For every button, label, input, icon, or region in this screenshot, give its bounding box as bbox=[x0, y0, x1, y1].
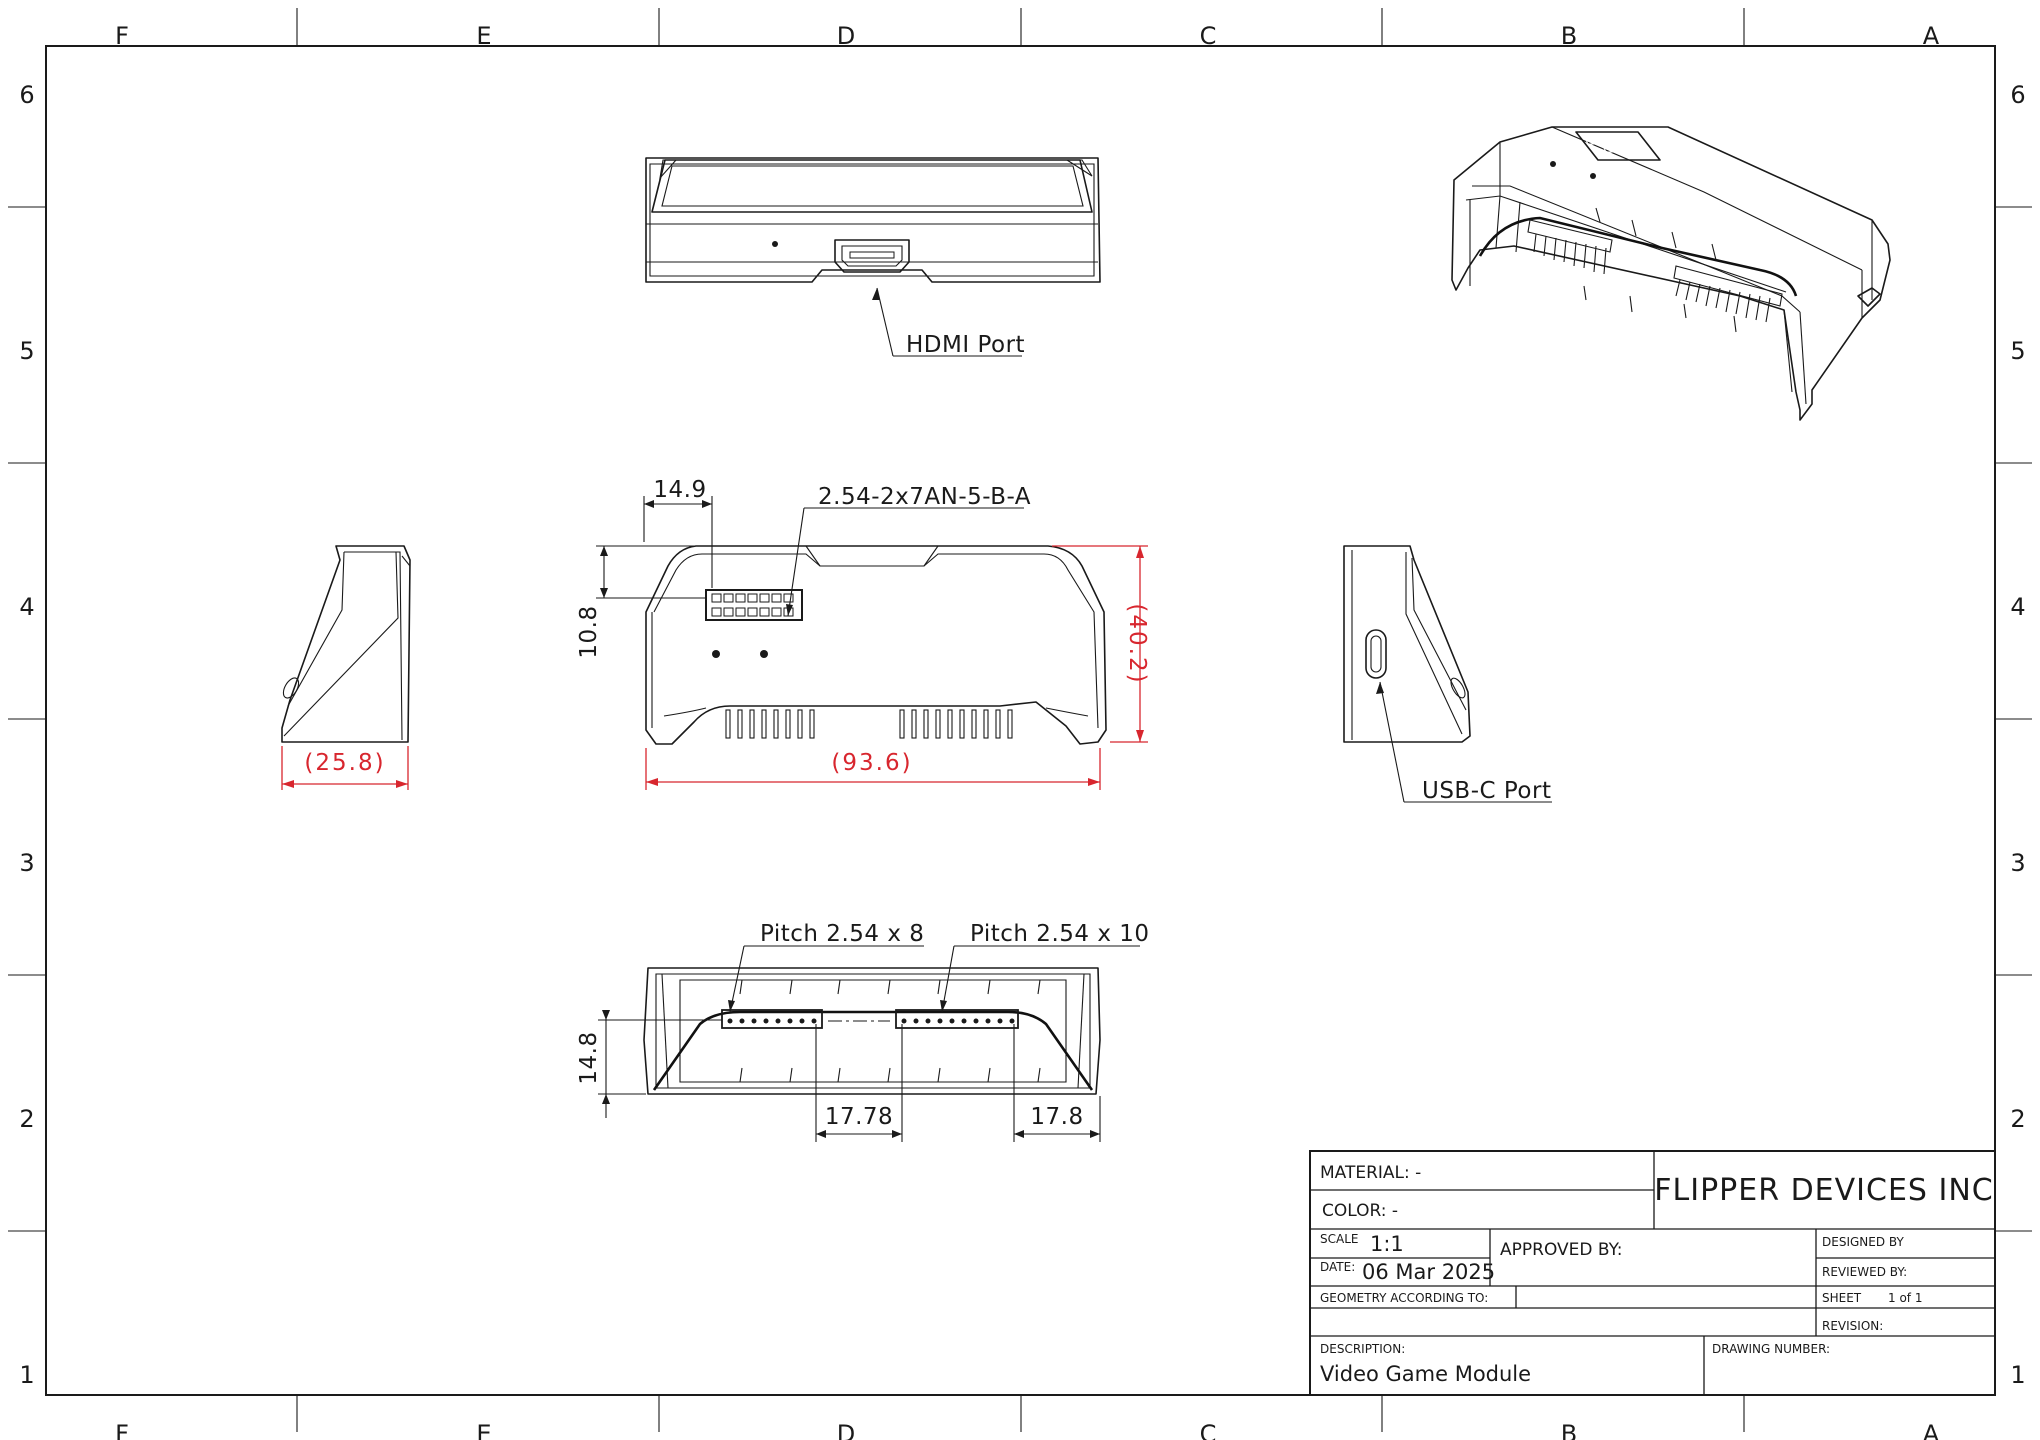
connector-label: 2.54-2x7AN-5-B-A bbox=[818, 484, 1031, 510]
company-name: FLIPPER DEVICES INC bbox=[1654, 1173, 1993, 1208]
col-label: F bbox=[115, 1420, 129, 1440]
row-label: 2 bbox=[2010, 1105, 2025, 1133]
grid-row-labels-right: 6 5 4 3 2 1 bbox=[2010, 81, 2025, 1389]
date-label: DATE: bbox=[1320, 1260, 1355, 1274]
dim-10-8: 10.8 bbox=[576, 605, 602, 658]
dim-14-9: 14.9 bbox=[653, 477, 706, 503]
right-side-view: USB-C Port bbox=[1343, 545, 1552, 804]
bottom-view: Pitch 2.54 x 8 Pitch 2.54 x 10 14.8 17.7… bbox=[576, 921, 1150, 1142]
color-field: COLOR: - bbox=[1322, 1201, 1398, 1221]
col-label: C bbox=[1200, 22, 1217, 50]
row-label: 3 bbox=[19, 849, 34, 877]
row-label: 3 bbox=[2010, 849, 2025, 877]
col-label: A bbox=[1923, 1420, 1940, 1440]
col-label: E bbox=[476, 1420, 491, 1440]
geometry-field: GEOMETRY ACCORDING TO: bbox=[1320, 1291, 1488, 1305]
grid-column-labels-bottom: F E D C B A bbox=[115, 1420, 1940, 1440]
row-label: 2 bbox=[19, 1105, 34, 1133]
row-label: 4 bbox=[19, 593, 34, 621]
dim-17-78: 17.78 bbox=[825, 1104, 893, 1130]
col-label: D bbox=[837, 22, 855, 50]
top-view-hdmi: HDMI Port bbox=[645, 157, 1101, 358]
isometric-view bbox=[1451, 126, 1891, 421]
col-label: A bbox=[1923, 22, 1940, 50]
description-value: Video Game Module bbox=[1320, 1362, 1531, 1386]
reviewed-by-field: REVIEWED BY: bbox=[1822, 1265, 1907, 1279]
dim-17-8: 17.8 bbox=[1030, 1104, 1083, 1130]
sheet-label: SHEET bbox=[1822, 1291, 1862, 1305]
grid-row-labels-left: 6 5 4 3 2 1 bbox=[19, 81, 34, 1389]
revision-field: REVISION: bbox=[1822, 1319, 1883, 1333]
dim-40-2: (40.2) bbox=[1124, 603, 1150, 684]
drawing-number-field: DRAWING NUMBER: bbox=[1712, 1342, 1830, 1356]
row-label: 1 bbox=[19, 1361, 34, 1389]
sheet-value: 1 of 1 bbox=[1888, 1291, 1922, 1305]
title-block: MATERIAL: - COLOR: - FLIPPER DEVICES INC… bbox=[1309, 1150, 1996, 1396]
dim-25-8: (25.8) bbox=[304, 750, 385, 776]
row-label: 6 bbox=[19, 81, 34, 109]
material-field: MATERIAL: - bbox=[1320, 1163, 1421, 1183]
col-label: B bbox=[1561, 1420, 1577, 1440]
scale-label: SCALE bbox=[1320, 1232, 1358, 1246]
col-label: C bbox=[1200, 1420, 1217, 1440]
date-value: 06 Mar 2025 bbox=[1362, 1260, 1495, 1284]
col-label: D bbox=[837, 1420, 855, 1440]
dim-93-6: (93.6) bbox=[831, 750, 912, 776]
row-label: 5 bbox=[19, 337, 34, 365]
description-label: DESCRIPTION: bbox=[1320, 1342, 1405, 1356]
col-label: B bbox=[1561, 22, 1577, 50]
row-label: 5 bbox=[2010, 337, 2025, 365]
col-label: E bbox=[476, 22, 491, 50]
row-label: 6 bbox=[2010, 81, 2025, 109]
hdmi-port-label: HDMI Port bbox=[906, 332, 1025, 358]
scale-value: 1:1 bbox=[1370, 1232, 1404, 1256]
designed-by-field: DESIGNED BY bbox=[1822, 1235, 1904, 1249]
pitch-8-label: Pitch 2.54 x 8 bbox=[760, 921, 924, 947]
drawing-border bbox=[8, 8, 2032, 1432]
left-side-view: (25.8) bbox=[281, 545, 411, 790]
approved-by-field: APPROVED BY: bbox=[1500, 1240, 1622, 1260]
grid-column-labels-top: F E D C B A bbox=[115, 22, 1940, 50]
usb-c-port-label: USB-C Port bbox=[1422, 778, 1551, 804]
pitch-10-label: Pitch 2.54 x 10 bbox=[970, 921, 1150, 947]
col-label: F bbox=[115, 22, 129, 50]
front-view: 14.9 10.8 2.54-2x7AN-5-B-A (93.6) (40.2) bbox=[576, 477, 1150, 790]
dim-14-8: 14.8 bbox=[576, 1031, 602, 1084]
row-label: 1 bbox=[2010, 1361, 2025, 1389]
row-label: 4 bbox=[2010, 593, 2025, 621]
